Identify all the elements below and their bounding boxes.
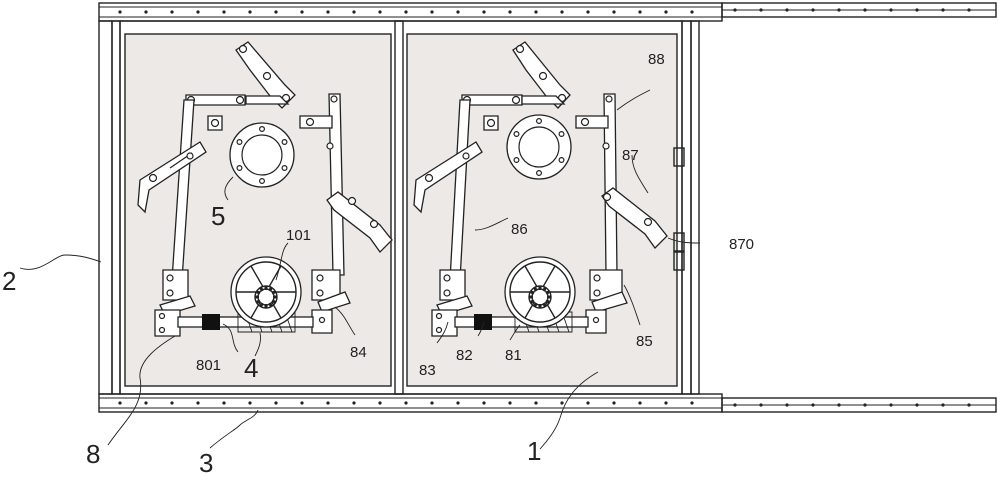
label-2: 2 <box>2 266 16 296</box>
label-82: 82 <box>456 347 473 364</box>
label-1: 1 <box>527 436 541 466</box>
label-86: 86 <box>511 221 528 238</box>
label-101: 101 <box>286 227 311 244</box>
label-83: 83 <box>419 362 436 379</box>
label-81: 81 <box>505 347 522 364</box>
label-870: 870 <box>729 236 754 253</box>
label-3: 3 <box>199 448 213 478</box>
leader-lines <box>19 89 701 450</box>
outer-frame <box>98 2 997 413</box>
callout-labels: 2 5 101 801 4 84 8 3 1 83 82 81 86 87 88… <box>2 51 754 478</box>
label-4: 4 <box>244 353 258 383</box>
label-84: 84 <box>350 344 367 361</box>
label-87: 87 <box>622 147 639 164</box>
label-8: 8 <box>86 439 100 469</box>
label-88: 88 <box>648 51 665 68</box>
right-mechanism <box>413 41 668 337</box>
label-85: 85 <box>636 333 653 350</box>
label-801: 801 <box>196 357 221 374</box>
left-mechanism <box>137 41 393 337</box>
label-5: 5 <box>211 201 225 231</box>
